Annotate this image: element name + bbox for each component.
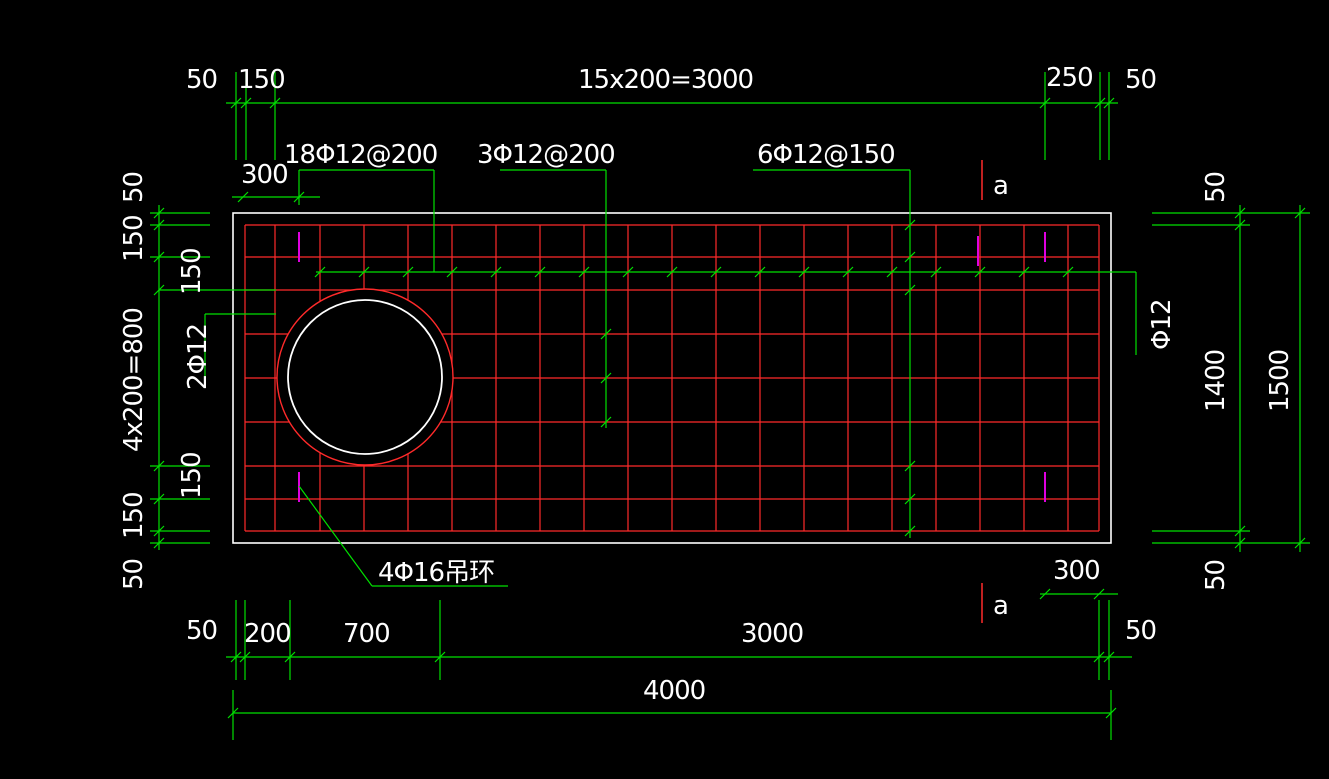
dim-tick xyxy=(1234,207,1246,219)
left-dim-150-c: 150 xyxy=(177,452,207,499)
dim-tick xyxy=(974,266,986,278)
dim-tick xyxy=(402,266,414,278)
lifting-ring-label: 4Φ16吊环 xyxy=(378,558,494,588)
top-dim-150: 150 xyxy=(238,65,285,95)
left-dim-150-d: 150 xyxy=(119,492,149,539)
top-dim-50-right: 50 xyxy=(1125,65,1156,95)
dim-tick xyxy=(1093,651,1105,663)
dim-tick xyxy=(1039,588,1051,600)
left-dim-50-top: 50 xyxy=(119,172,149,203)
dim-tick xyxy=(1093,588,1105,600)
dim-tick xyxy=(446,266,458,278)
dim-tick xyxy=(153,251,165,263)
dim-tick xyxy=(622,266,634,278)
dim-tick xyxy=(284,651,296,663)
dim-tick xyxy=(153,537,165,549)
dim-tick xyxy=(153,219,165,231)
dim-tick xyxy=(1294,537,1306,549)
slab-outline xyxy=(232,212,1112,544)
dim-tick xyxy=(1234,525,1246,537)
dim-tick xyxy=(1103,97,1115,109)
dim-tick xyxy=(886,266,898,278)
dim-tick xyxy=(1062,266,1074,278)
bottom-dim-50-left: 50 xyxy=(186,616,217,646)
dim-tick xyxy=(153,284,165,296)
dim-tick xyxy=(153,525,165,537)
bottom-dim-300: 300 xyxy=(1053,556,1100,586)
dim-tick xyxy=(434,651,446,663)
dim-tick xyxy=(227,707,239,719)
left-dim-800: 4x200=800 xyxy=(119,308,149,452)
dim-tick xyxy=(239,651,251,663)
dim-tick xyxy=(578,266,590,278)
right-dim-1400: 1400 xyxy=(1201,350,1231,412)
dim-tick xyxy=(600,328,612,340)
dim-tick xyxy=(904,284,916,296)
bottom-dim-3000: 3000 xyxy=(741,619,803,649)
dim-tick xyxy=(904,525,916,537)
left-dim-150-b: 150 xyxy=(177,248,207,295)
dim-tick xyxy=(1234,537,1246,549)
right-dim-1500: 1500 xyxy=(1265,350,1295,412)
dim-tick xyxy=(1105,707,1117,719)
bottom-dim-50-right: 50 xyxy=(1125,616,1156,646)
left-dim-50-bottom: 50 xyxy=(119,559,149,590)
section-label-top: a xyxy=(993,171,1009,201)
dim-tick xyxy=(600,372,612,384)
dim-tick xyxy=(1094,97,1106,109)
right-dim-50-top: 50 xyxy=(1201,172,1231,203)
rebar-grid xyxy=(244,224,1100,532)
dim-tick xyxy=(534,266,546,278)
dim-tick xyxy=(153,207,165,219)
hole-inner-circle xyxy=(287,299,443,455)
left-dim-150-a: 150 xyxy=(119,215,149,262)
dim-tick xyxy=(358,266,370,278)
top-dim-50-left: 50 xyxy=(186,65,217,95)
dim-tick xyxy=(842,266,854,278)
dim-tick xyxy=(930,266,942,278)
dim-tick xyxy=(237,191,249,203)
dim-tick xyxy=(904,493,916,505)
dim-tick xyxy=(1103,651,1115,663)
dim-tick xyxy=(269,97,281,109)
dim-tick xyxy=(600,416,612,428)
rebar-label-mid: 3Φ12@200 xyxy=(477,140,615,170)
rebar-label-right: 6Φ12@150 xyxy=(757,140,895,170)
dim-tick xyxy=(490,266,502,278)
dim-tick xyxy=(153,460,165,472)
rebar-label-long: 18Φ12@200 xyxy=(284,140,437,170)
dim-tick xyxy=(1018,266,1030,278)
dim-tick xyxy=(230,97,242,109)
leader-ring-diag xyxy=(298,485,373,587)
dim-300-top: 300 xyxy=(241,160,288,190)
dim-tick xyxy=(666,266,678,278)
section-label-bottom: a xyxy=(993,591,1009,621)
dim-tick xyxy=(904,219,916,231)
dim-tick xyxy=(754,266,766,278)
dim-tick xyxy=(240,97,252,109)
dim-tick xyxy=(1039,97,1051,109)
dim-tick xyxy=(153,493,165,505)
rebar-label-side: Φ12 xyxy=(1147,299,1177,350)
dim-tick xyxy=(798,266,810,278)
top-dim-250: 250 xyxy=(1046,63,1093,93)
right-dim-50-bottom: 50 xyxy=(1201,560,1231,591)
dim-tick xyxy=(710,266,722,278)
dim-tick xyxy=(904,460,916,472)
bottom-dim-4000: 4000 xyxy=(643,676,705,706)
dim-tick xyxy=(314,266,326,278)
bottom-dim-200: 200 xyxy=(244,619,291,649)
dimension-lines xyxy=(150,72,1310,740)
rebar-label-hole: 2Φ12 xyxy=(183,324,213,390)
dim-tick xyxy=(1234,219,1246,231)
dim-tick xyxy=(1294,207,1306,219)
bottom-dim-700: 700 xyxy=(343,619,390,649)
dim-tick xyxy=(230,651,242,663)
dim-tick xyxy=(904,251,916,263)
top-dim-3000: 15x200=3000 xyxy=(578,65,753,95)
